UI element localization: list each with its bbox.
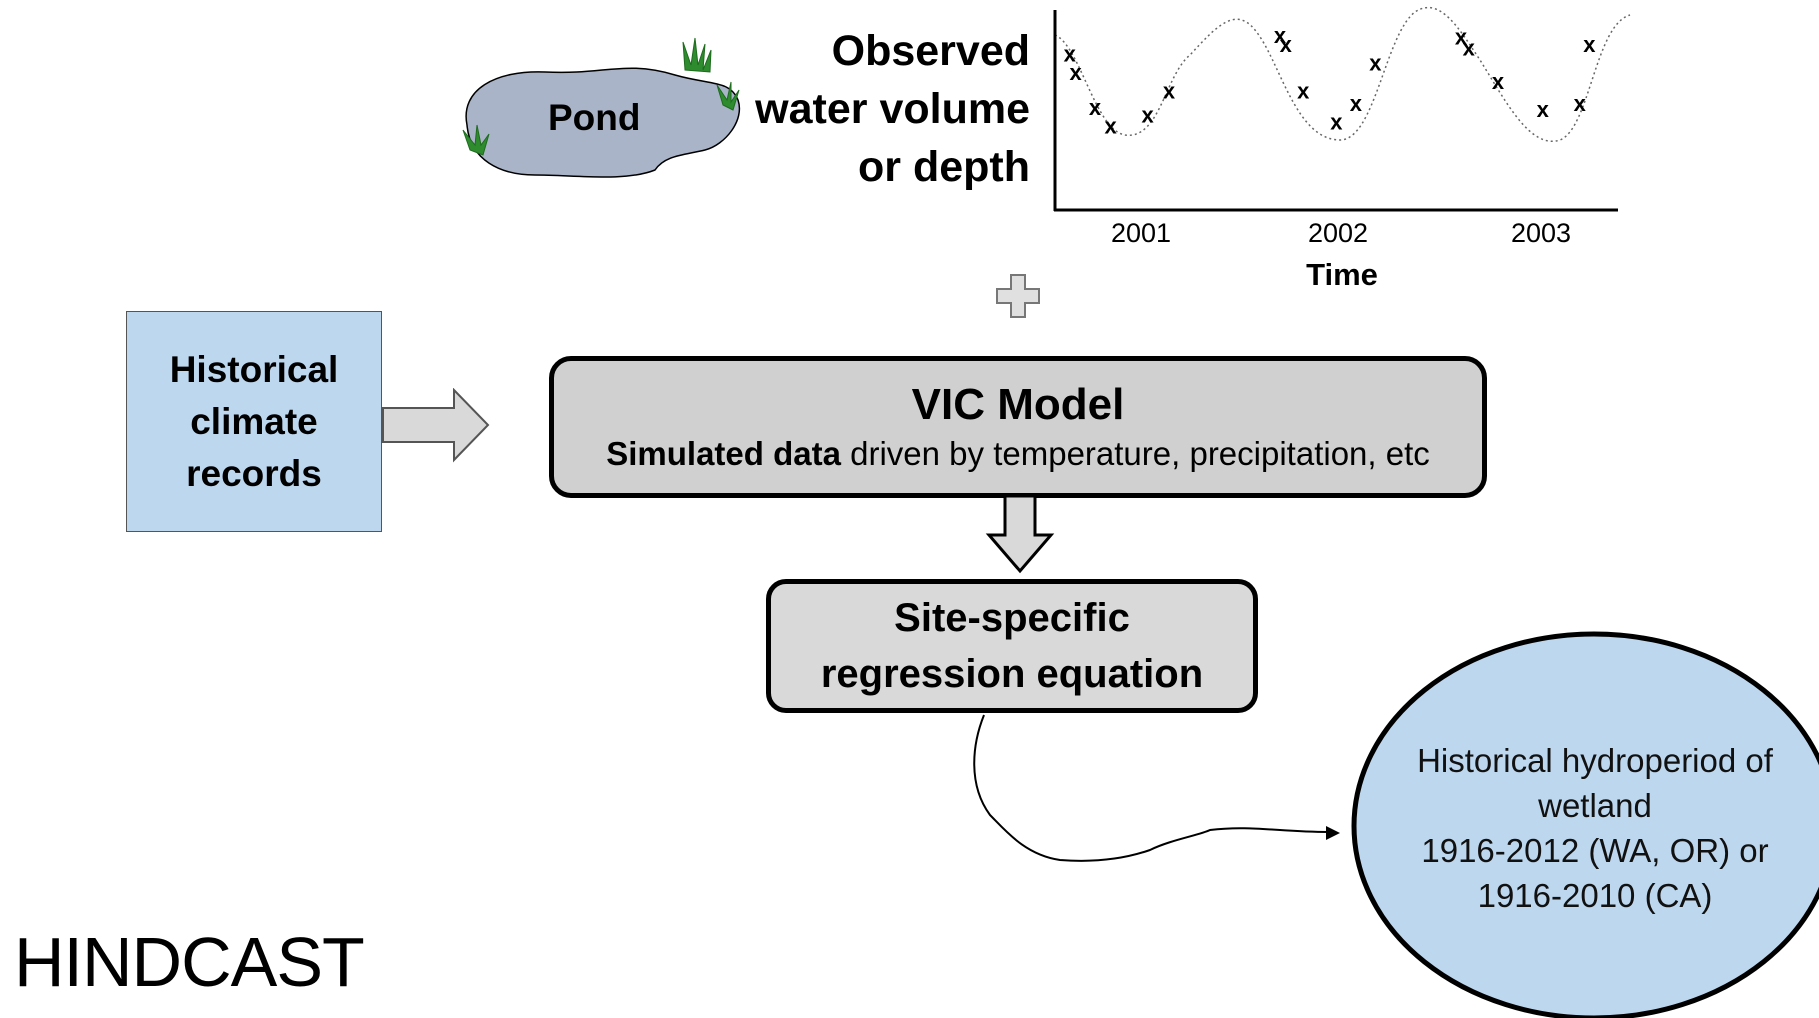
data-point-marker: x <box>1574 91 1587 116</box>
observed-line-3: or depth <box>858 143 1030 191</box>
observed-line-1: Observed <box>831 27 1030 75</box>
climate-line-3: records <box>186 452 322 494</box>
data-point-marker: x <box>1369 51 1382 76</box>
vic-model-title: VIC Model <box>911 380 1125 429</box>
output-line-4: 1916-2010 (CA) <box>1477 877 1713 914</box>
grass-icon <box>462 37 740 156</box>
connector-curve <box>973 714 1340 862</box>
regression-box: Site-specific regression equation <box>766 579 1258 713</box>
data-point-marker: x <box>1583 32 1596 57</box>
climate-line-2: climate <box>190 400 318 442</box>
pond-illustration <box>462 37 741 178</box>
arrow-down-icon <box>985 495 1055 574</box>
data-point-marker: x <box>1330 110 1343 135</box>
x-axis-label: Time <box>1306 257 1378 292</box>
pond-label: Pond <box>548 97 641 138</box>
observed-line-2: water volume <box>755 85 1030 133</box>
data-point-marker: x <box>1492 69 1505 94</box>
vic-model-box: VIC Model Simulated data driven by tempe… <box>549 356 1487 498</box>
output-line-1: Historical hydroperiod of <box>1417 742 1773 779</box>
data-point-marker: x <box>1141 102 1154 127</box>
data-point-marker: x <box>1163 78 1176 103</box>
data-point-marker: x <box>1463 36 1476 61</box>
arrow-right-icon <box>382 388 490 463</box>
data-point-marker: x <box>1455 25 1468 50</box>
observed-label: Observed water volume or depth <box>700 22 1030 196</box>
vic-sub-rest: driven by temperature, precipitation, et… <box>840 435 1430 472</box>
arrowhead-icon <box>1326 826 1340 840</box>
data-point-marker: x <box>1350 91 1363 116</box>
output-ellipse <box>1351 631 1819 1018</box>
output-text: Historical hydroperiod of wetland 1916-2… <box>1395 738 1795 918</box>
data-point-marker: x <box>1297 78 1310 103</box>
x-tick-2001: 2001 <box>1111 218 1171 248</box>
data-point-marker: x <box>1104 113 1117 138</box>
output-line-3: 1916-2012 (WA, OR) or <box>1421 832 1769 869</box>
climate-line-1: Historical <box>169 348 339 390</box>
regression-line-2: regression equation <box>820 652 1204 696</box>
data-point-marker: x <box>1537 97 1550 122</box>
hindcast-label: HINDCAST <box>14 923 365 1001</box>
x-tick-2002: 2002 <box>1308 218 1368 248</box>
data-point-marker: x <box>1274 23 1287 48</box>
plus-icon <box>996 274 1040 318</box>
pond-shape <box>465 67 741 178</box>
data-point-marker: x <box>1069 60 1082 85</box>
data-point-marker: x <box>1064 41 1077 66</box>
regression-line-1: Site-specific <box>894 596 1130 640</box>
data-point-marker: x <box>1280 32 1293 57</box>
output-line-2: wetland <box>1538 787 1652 824</box>
vic-model-subtitle: Simulated data driven by temperature, pr… <box>606 432 1430 476</box>
x-tick-2003: 2003 <box>1511 218 1571 248</box>
climate-records-box: Historical climate records <box>126 311 382 532</box>
data-point-marker: x <box>1089 95 1102 120</box>
vic-sub-bold: Simulated data <box>606 435 841 472</box>
